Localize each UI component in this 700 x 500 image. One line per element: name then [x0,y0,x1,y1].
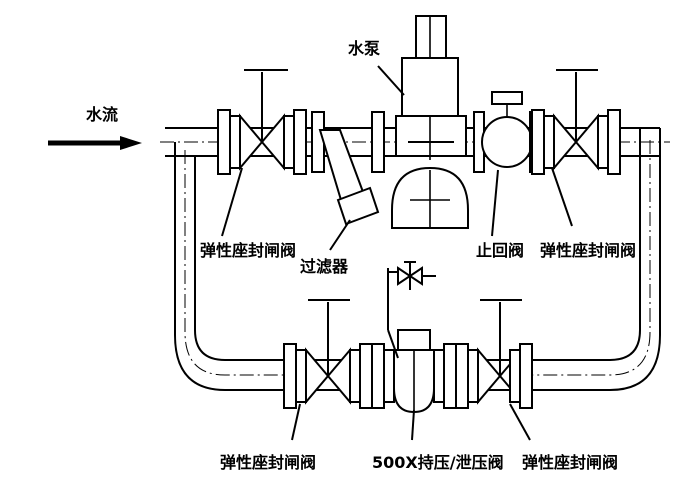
right-riser-pipe [520,128,661,391]
leader-lines-top [221,167,351,251]
label-gate-valve-top-right: 弹性座封闸阀 [540,241,636,260]
pressure-valve [371,261,457,441]
gate-valve-top-left [217,69,307,175]
label-gate-valve-top-left: 弹性座封闸阀 [200,241,296,260]
flow-arrow [48,136,142,150]
gate-valve-top-right [531,69,621,227]
label-gate-valve-bottom-right: 弹性座封闸阀 [522,453,618,472]
label-water-flow: 水流 [86,105,118,124]
y-filter [311,111,385,226]
label-gate-valve-bottom-left: 弹性座封闸阀 [220,453,316,472]
label-pressure-valve: 500X持压/泄压阀 [372,453,504,472]
water-pump [377,15,469,229]
check-valve [473,91,541,237]
label-check-valve: 止回阀 [476,241,524,260]
gate-valve-bottom-right [455,299,533,441]
gate-valve-bottom-left [283,299,373,441]
label-water-pump: 水泵 [348,39,380,58]
left-riser-pipe [174,142,285,391]
label-filter: 过滤器 [300,257,349,276]
